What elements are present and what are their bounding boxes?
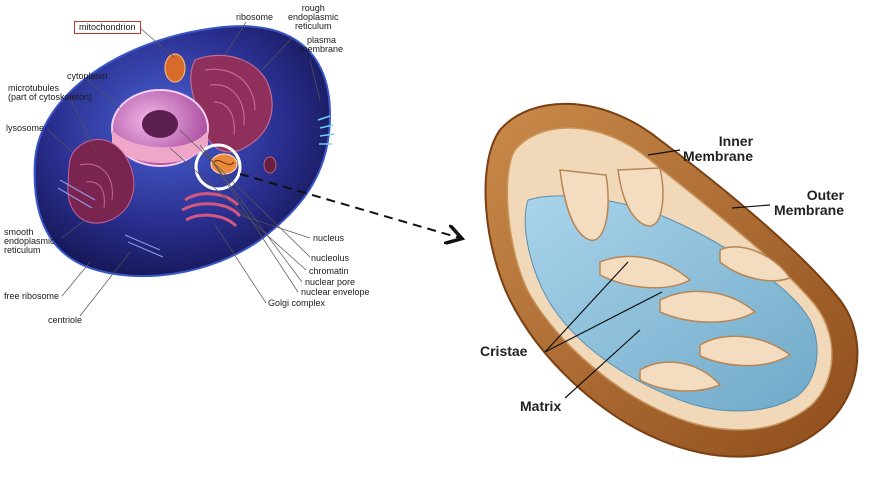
label-nuclear-pore: nuclear pore [305,278,355,287]
label-cytoplasm: cytoplasm [67,72,108,81]
label-nucleus: nucleus [313,234,344,243]
label-mitochondrion: mitochondrion [74,21,141,34]
label-smooth-er: smooth endoplasmic reticulum [4,228,55,255]
label-chromatin: chromatin [309,267,349,276]
label-nuclear-envelope: nuclear envelope [301,288,370,297]
label-rough-er: rough endoplasmic reticulum [288,4,339,31]
label-free-ribosome: free ribosome [4,292,59,301]
label-ribosome: ribosome [236,13,273,22]
label-lysosome: lysosome [6,124,44,133]
animal-cell [35,22,334,316]
label-nucleolus: nucleolus [311,254,349,263]
label-microtubules: microtubules (part of cytoskeleton) [8,84,92,102]
label-cristae: Cristae [480,344,527,359]
nucleus-shape [112,90,208,166]
label-plasma-membrane: plasma membrane [300,36,343,54]
small-mitochondrion-right [264,157,276,173]
label-inner-membrane: Inner Membrane [683,134,753,164]
label-centriole: centriole [48,316,82,325]
label-golgi-complex: Golgi complex [268,299,325,308]
label-matrix: Matrix [520,399,561,414]
small-mitochondrion-top [165,54,185,82]
label-outer-membrane: Outer Membrane [774,188,844,218]
